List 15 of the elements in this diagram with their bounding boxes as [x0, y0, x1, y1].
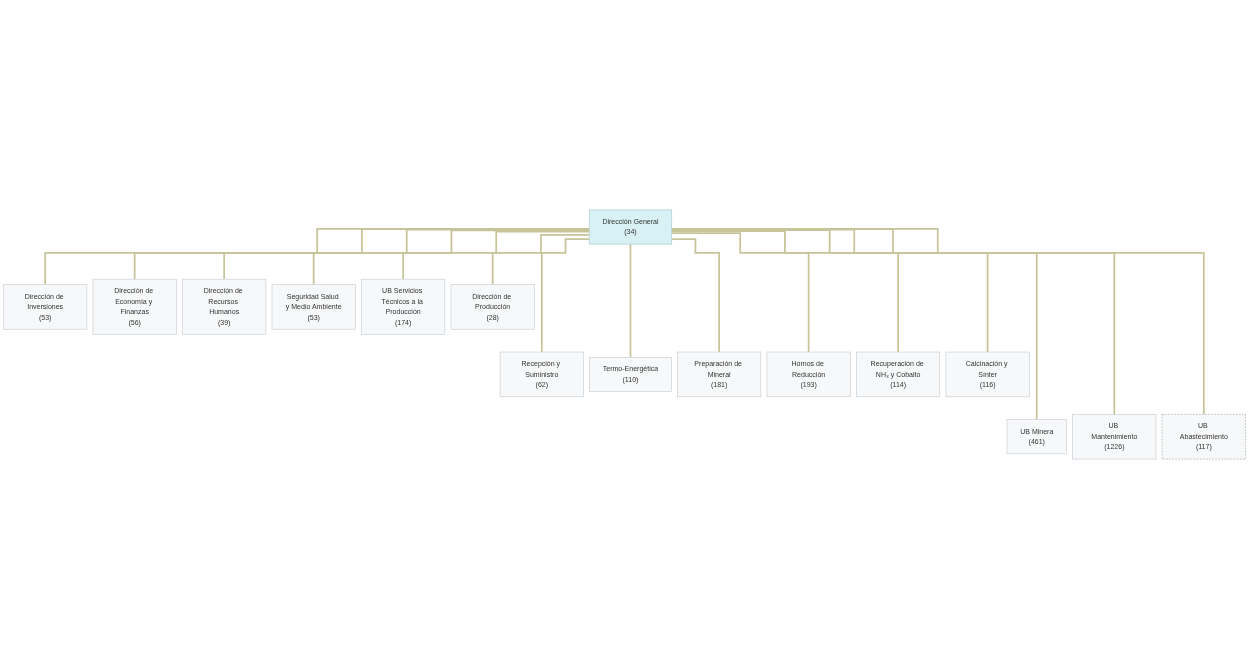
- connector: [133, 228, 591, 281]
- connector: [402, 230, 591, 281]
- connector: [312, 229, 591, 286]
- connector: [670, 229, 989, 353]
- connector: [491, 233, 591, 286]
- connector: [44, 227, 591, 286]
- connector: [223, 228, 591, 281]
- connector: [540, 238, 591, 353]
- connector: [670, 232, 810, 353]
- connector: [670, 228, 1205, 416]
- connector: [670, 228, 1116, 416]
- connector: [670, 228, 1038, 421]
- connector: [629, 243, 632, 359]
- connector: [670, 238, 721, 353]
- connector: [670, 230, 899, 353]
